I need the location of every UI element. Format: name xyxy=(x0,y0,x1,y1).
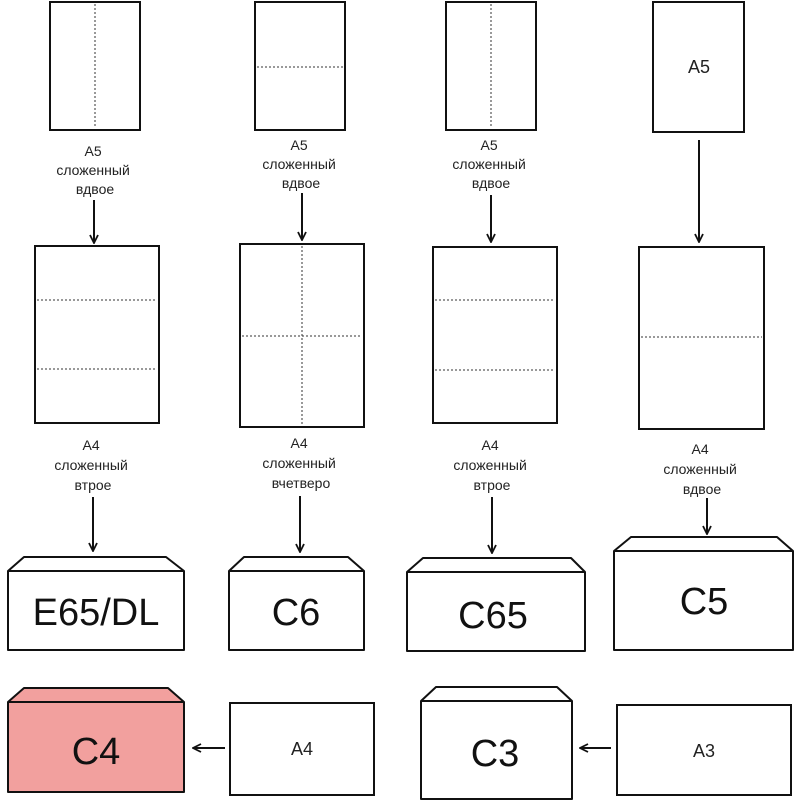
a5-sheet: A5 xyxy=(652,1,745,133)
a4-caption: A4 сложенный вдвое xyxy=(663,441,740,497)
envelope-label: E65/DL xyxy=(33,592,160,634)
envelope-label: C4 xyxy=(72,731,121,773)
a5-caption: A5 сложенный вдвое xyxy=(56,143,133,197)
a3-sheet: A3 xyxy=(616,704,792,796)
column-1: A5 сложенный вдвое A4 сложенный втрое E6… xyxy=(7,1,185,651)
bottom-pair-a3-c3: C3 A3 xyxy=(420,686,792,800)
envelope-label: C3 xyxy=(471,733,520,775)
a5-caption: A5 сложенный вдвое xyxy=(452,137,529,191)
bottom-pair-a4-c4: C4 A4 xyxy=(7,687,375,796)
envelope-label: C6 xyxy=(272,592,321,634)
envelope-label: C5 xyxy=(680,581,729,623)
envelope: C3 xyxy=(420,686,573,800)
envelope: E65/DL xyxy=(7,556,185,651)
envelope: C65 xyxy=(406,557,586,652)
envelope-highlighted: C4 xyxy=(7,687,185,793)
a5-label: A5 xyxy=(688,57,710,77)
a5-caption: A5 сложенный вдвое xyxy=(262,137,339,191)
a4-caption: A4 сложенный втрое xyxy=(54,437,131,493)
a4-caption: A4 сложенный вчетверо xyxy=(262,435,339,491)
envelope: C6 xyxy=(228,556,365,651)
column-2: A5 сложенный вдвое A4 сложенный вчетверо… xyxy=(228,1,365,651)
a4-sheet xyxy=(638,246,765,430)
a4-caption: A4 сложенный втрое xyxy=(453,437,530,493)
a4-sheet xyxy=(34,245,160,424)
a4-sheet xyxy=(432,246,558,424)
a5-sheet xyxy=(49,1,141,131)
a5-sheet xyxy=(254,1,346,131)
sheet-label: A4 xyxy=(291,739,313,759)
a5-sheet xyxy=(445,1,537,131)
envelope-label: C65 xyxy=(458,595,528,637)
a4-sheet: A4 xyxy=(229,702,375,796)
envelope: C5 xyxy=(613,536,794,651)
column-3: A5 сложенный вдвое A4 сложенный втрое C6… xyxy=(406,1,586,652)
sheet-label: A3 xyxy=(693,741,715,761)
column-4: A5 A4 сложенный вдвое C5 xyxy=(613,1,794,651)
a4-sheet xyxy=(239,243,365,428)
